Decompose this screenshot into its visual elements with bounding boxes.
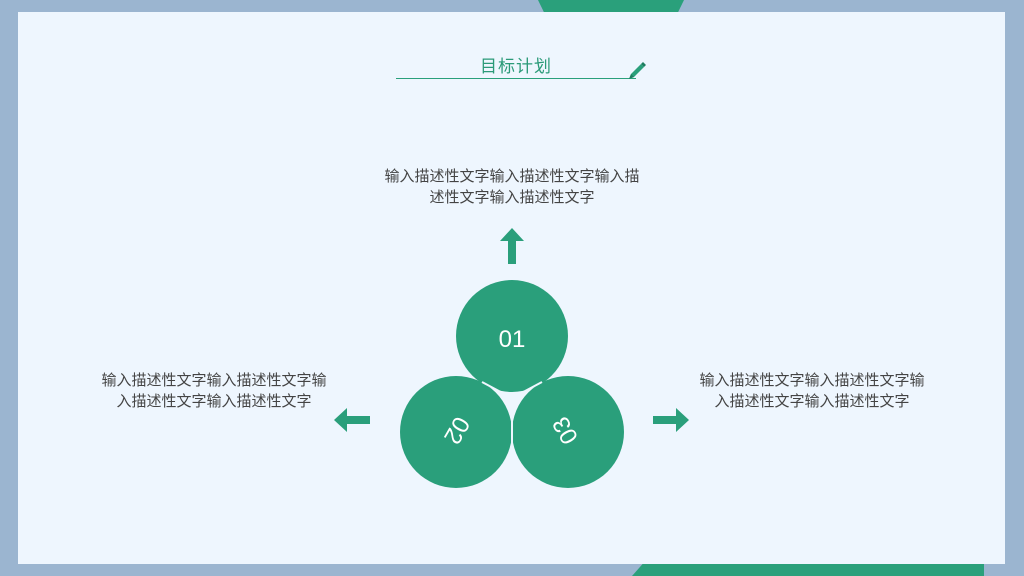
bottom-accent-bar bbox=[632, 564, 984, 576]
arrow-up-icon bbox=[500, 228, 524, 264]
circle-02 bbox=[400, 376, 512, 488]
circle-03 bbox=[512, 376, 624, 488]
circle-01-number: 01 bbox=[498, 326, 526, 353]
item-01-description: 输入描述性文字输入描述性文字输入描述性文字输入描述性文字 bbox=[384, 167, 640, 206]
bottom-frame-strip bbox=[0, 564, 205, 576]
right-frame-notch bbox=[1005, 12, 1024, 232]
item-02-description: 输入描述性文字输入描述性文字输入描述性文字输入描述性文字 bbox=[101, 371, 327, 410]
pencil-icon bbox=[629, 62, 646, 79]
item-03-description: 输入描述性文字输入描述性文字输入描述性文字输入描述性文字 bbox=[699, 371, 925, 410]
circle-cluster bbox=[400, 280, 624, 488]
top-accent-tab bbox=[538, 0, 684, 12]
page-title: 目标计划 bbox=[480, 57, 552, 77]
arrow-right-icon bbox=[653, 408, 689, 432]
arrow-left-icon bbox=[334, 408, 370, 432]
circle-01 bbox=[456, 280, 568, 392]
title-underline bbox=[396, 78, 636, 79]
